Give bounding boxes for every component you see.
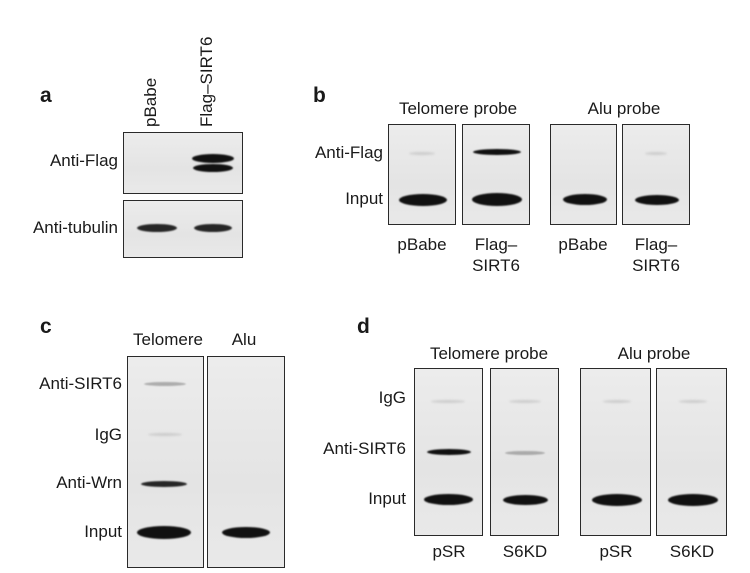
panel-d-lane-label-2: S6KD xyxy=(502,542,548,561)
band xyxy=(148,433,182,436)
panel-b-blot-alu-pbabe xyxy=(550,124,617,225)
panel-c-blot-alu xyxy=(207,356,285,568)
band xyxy=(509,400,541,403)
panel-d-lane-label-1: pSR xyxy=(432,542,466,561)
band xyxy=(645,152,667,155)
panel-b-probe-alu: Alu probe xyxy=(587,99,661,118)
panel-c-row-label-anti-sirt6: Anti-SIRT6 xyxy=(39,374,122,393)
panel-c-column-alu: Alu xyxy=(231,330,257,349)
panel-d-letter: d xyxy=(357,315,370,338)
panel-a-lane-label-flag-sirt6: Flag–SIRT6 xyxy=(197,36,216,127)
panel-c-row-label-anti-wrn: Anti-Wrn xyxy=(56,473,122,492)
panel-a-blot-anti-flag xyxy=(123,132,243,194)
band xyxy=(222,527,270,538)
panel-a-row-label-anti-flag: Anti-Flag xyxy=(49,151,118,170)
panel-b-blot-telomere-flag-sirt6 xyxy=(462,124,530,225)
panel-d-blot-telomere-psr xyxy=(414,368,483,536)
panel-b-lane-label-4-line2: SIRT6 xyxy=(632,256,680,275)
panel-d-blot-alu-s6kd xyxy=(656,368,727,536)
panel-d-probe-telomere: Telomere probe xyxy=(429,344,549,363)
panel-d-row-label-input: Input xyxy=(368,489,406,508)
band xyxy=(141,481,187,487)
band xyxy=(503,495,548,505)
band xyxy=(144,382,186,386)
band xyxy=(399,194,447,206)
panel-d-probe-alu: Alu probe xyxy=(617,344,691,363)
band xyxy=(473,149,521,155)
panel-b-blot-telomere-pbabe xyxy=(388,124,456,225)
panel-b-lane-label-2-line2: SIRT6 xyxy=(472,256,520,275)
panel-d-row-label-igg: IgG xyxy=(378,388,406,407)
band xyxy=(592,494,642,506)
band xyxy=(431,400,465,403)
band xyxy=(427,449,471,455)
panel-c-column-telomere: Telomere xyxy=(133,330,203,349)
band xyxy=(603,400,631,403)
panel-d-lane-label-4: S6KD xyxy=(669,542,715,561)
panel-b-lane-label-1: pBabe xyxy=(397,235,447,254)
panel-d-blot-telomere-s6kd xyxy=(490,368,559,536)
band xyxy=(194,224,232,232)
band xyxy=(472,193,522,206)
band xyxy=(137,526,191,539)
band xyxy=(635,195,679,205)
panel-b-letter: b xyxy=(313,84,326,107)
band xyxy=(679,400,707,403)
panel-d-lane-label-3: pSR xyxy=(599,542,633,561)
panel-c-blot-telomere xyxy=(127,356,204,568)
panel-a-blot-anti-tubulin xyxy=(123,200,243,258)
panel-b-blot-alu-flag-sirt6 xyxy=(622,124,690,225)
band xyxy=(192,154,234,163)
band xyxy=(424,494,473,505)
panel-c-letter: c xyxy=(40,315,52,338)
panel-d-row-label-anti-sirt6: Anti-SIRT6 xyxy=(323,439,406,458)
panel-d-blot-alu-psr xyxy=(580,368,651,536)
panel-b-lane-label-2: Flag– xyxy=(474,235,518,254)
band xyxy=(563,194,607,205)
panel-a-lane-label-pbabe: pBabe xyxy=(141,77,160,127)
panel-b-lane-label-4: Flag– xyxy=(634,235,678,254)
panel-b-lane-label-3: pBabe xyxy=(558,235,608,254)
band xyxy=(505,451,545,455)
panel-a-row-label-anti-tubulin: Anti-tubulin xyxy=(32,218,118,237)
panel-b-row-label-anti-flag: Anti-Flag xyxy=(314,143,383,162)
band xyxy=(409,152,435,155)
panel-b-probe-telomere: Telomere probe xyxy=(398,99,518,118)
panel-b-row-label-input: Input xyxy=(345,189,383,208)
band xyxy=(137,224,177,232)
panel-a-letter: a xyxy=(40,84,52,107)
panel-c-row-label-igg: IgG xyxy=(94,425,122,444)
band xyxy=(193,164,233,172)
panel-c-row-label-input: Input xyxy=(84,522,122,541)
band xyxy=(668,494,718,506)
